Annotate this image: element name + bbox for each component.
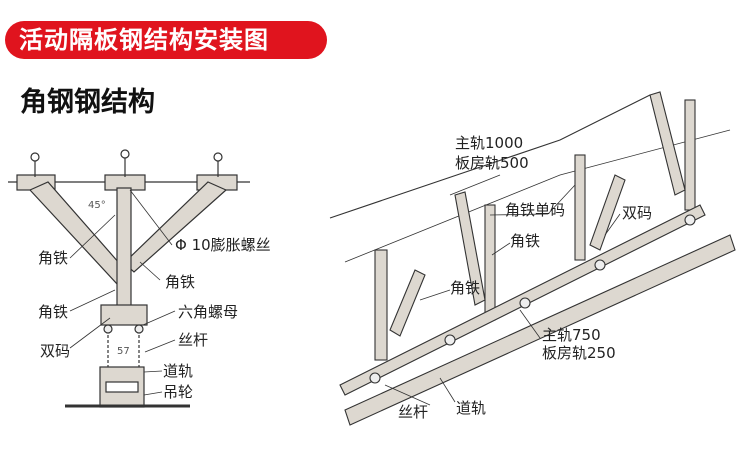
- label-track: 道轨: [163, 362, 193, 380]
- hangers: [374, 91, 696, 361]
- perspective-diagram: [329, 91, 736, 426]
- threaded-rods: [103, 324, 144, 370]
- label-threaded-rod-right: 丝杆: [398, 403, 428, 421]
- section-subtitle: 角钢钢结构: [20, 87, 155, 118]
- label-double-clamp: 双码: [40, 342, 70, 360]
- label-board-rail-500: 板房轨500: [455, 154, 529, 172]
- label-angle-iron-center: 角铁: [38, 303, 68, 321]
- label-board-rail-250: 板房轨250: [542, 344, 616, 362]
- left-angle-iron: [28, 181, 128, 286]
- hanging-wheel: [105, 381, 139, 393]
- label-track-right: 道轨: [456, 399, 486, 417]
- title-banner: 活动隔板钢结构安装图: [5, 21, 327, 59]
- label-angle-iron-right: 角铁: [165, 273, 195, 291]
- track-rail: [344, 234, 736, 426]
- label-hanging-wheel: 吊轮: [163, 383, 193, 401]
- right-angle-iron: [123, 181, 228, 273]
- ceiling-edge-front: [329, 94, 651, 219]
- label-main-rail-1000: 主轨1000: [455, 134, 523, 152]
- double-clamp: [100, 304, 148, 326]
- spacing-label: 57: [117, 346, 130, 357]
- label-expansion-bolt: Φ 10膨胀螺丝: [175, 236, 271, 254]
- ceiling-blocks: [16, 174, 238, 191]
- rod-nuts: [369, 214, 696, 384]
- label-hex-nut: 六角螺母: [178, 303, 238, 321]
- front-view-diagram: [8, 149, 250, 408]
- label-threaded-rod: 丝杆: [178, 331, 208, 349]
- expansion-bolt-icons: [30, 149, 223, 177]
- label-angle-iron-2: 角铁: [450, 279, 480, 297]
- label-double-clamp-right: 双码: [622, 204, 652, 222]
- label-single-clamp: 角铁单码: [505, 201, 565, 219]
- label-main-rail-750: 主轨750: [542, 326, 601, 344]
- label-angle-iron-left: 角铁: [38, 249, 68, 267]
- angle-label: 45°: [88, 200, 106, 211]
- label-angle-iron-1: 角铁: [510, 232, 540, 250]
- center-angle-iron: [116, 187, 132, 307]
